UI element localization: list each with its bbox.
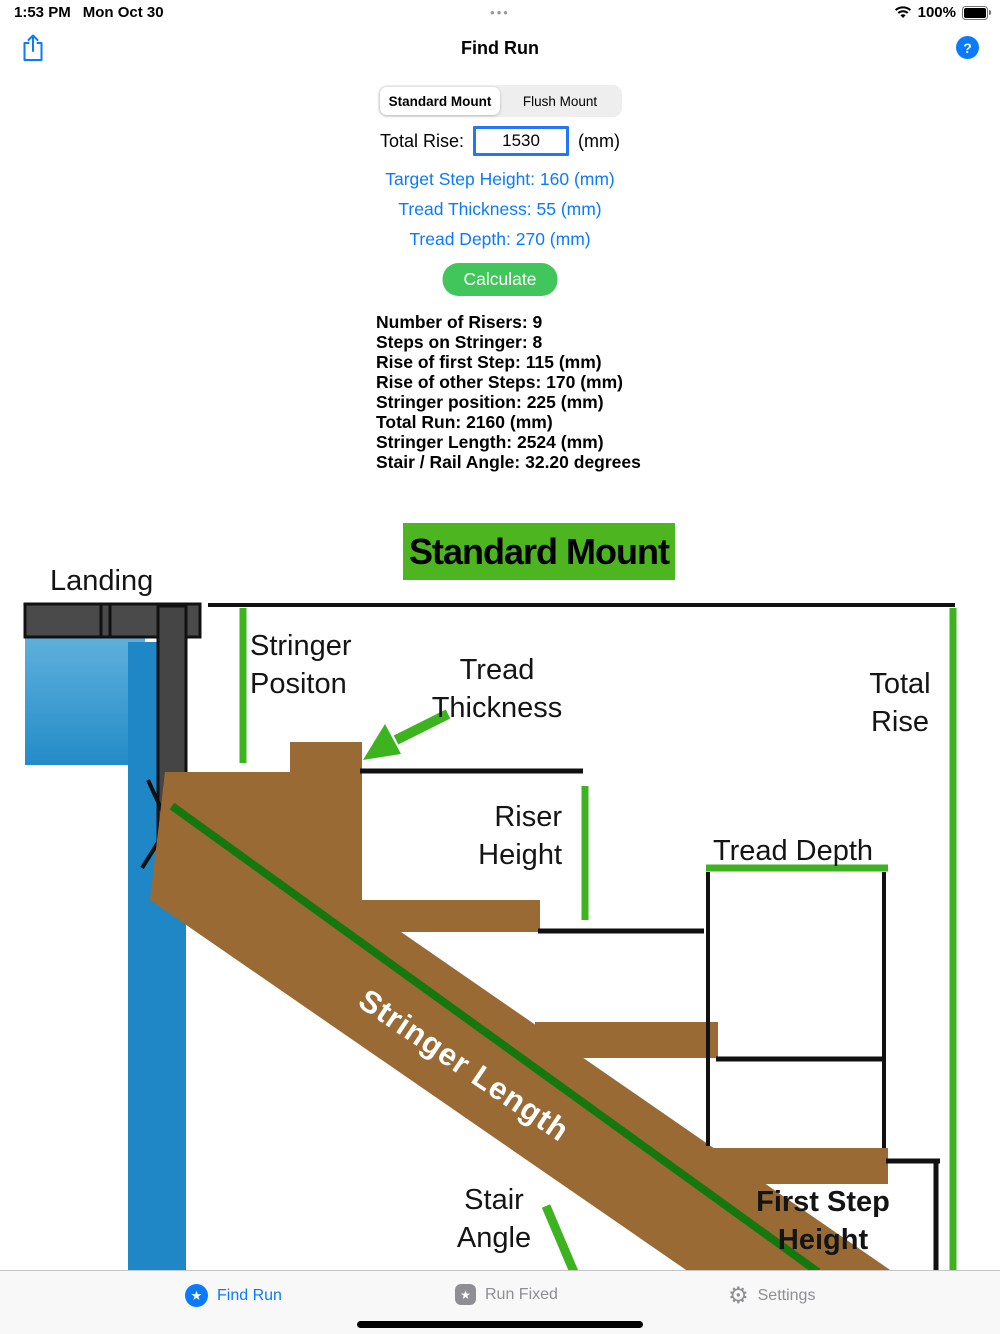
share-icon (23, 34, 43, 61)
stair-angle-line (541, 1204, 579, 1274)
calculate-button[interactable]: Calculate (442, 263, 558, 296)
tab-find-run[interactable]: ★ Find Run (185, 1284, 282, 1307)
result-line: Stair / Rail Angle: 32.20 degrees (376, 452, 641, 472)
total-rise-label: Total Rise: (379, 130, 465, 151)
home-indicator[interactable] (357, 1321, 643, 1328)
segment-flush-mount[interactable]: Flush Mount (522, 93, 598, 109)
stringer-length-line (169, 802, 821, 1276)
diagram-title: Standard Mount (403, 523, 675, 580)
label-stair-angle: Stair Angle (456, 1184, 532, 1254)
help-button[interactable]: ? (956, 36, 979, 59)
water-block (25, 637, 145, 765)
label-landing: Landing (50, 565, 154, 597)
label-total-rise: Total Rise (869, 668, 931, 738)
tab-run-fixed-label: Run Fixed (485, 1285, 558, 1303)
treads (290, 742, 888, 1184)
tab-settings[interactable]: ⚙ Settings (728, 1284, 815, 1307)
star-circle-icon: ★ (185, 1284, 208, 1307)
stringer-body (150, 772, 893, 1272)
label-first-step-height: First Step Height (756, 1186, 890, 1256)
total-rise-unit: (mm) (578, 130, 621, 151)
status-time: 1:53 PM (14, 4, 71, 21)
page-title: Find Run (461, 38, 539, 58)
result-line: Steps on Stringer: 8 (376, 332, 543, 352)
result-line: Rise of first Step: 115 (mm) (376, 352, 602, 372)
mount-segmented-control: Standard Mount Flush Mount (378, 85, 622, 117)
result-line: Total Run: 2160 (mm) (376, 412, 553, 432)
tab-settings-label: Settings (757, 1286, 816, 1304)
tread-thickness-arrow-icon (363, 709, 451, 760)
star-square-icon: ★ (455, 1284, 476, 1305)
result-line: Rise of other Steps: 170 (mm) (376, 372, 623, 392)
level-lines (208, 603, 955, 1272)
result-line: Stringer Length: 2524 (mm) (376, 432, 604, 452)
segment-standard-mount[interactable]: Standard Mount (380, 87, 500, 115)
gear-icon: ⚙ (728, 1282, 749, 1308)
tread-depth-link[interactable]: Tread Depth: 270 (mm) (409, 229, 591, 249)
label-tread-depth: Tread Depth (712, 835, 874, 867)
handoff-dots-icon: ••• (490, 5, 510, 20)
results-block: Number of Risers: 9 Steps on Stringer: 8… (376, 312, 641, 472)
label-stringer-position: Stringer Positon (250, 630, 352, 700)
label-tread-thickness: Tread Thickness (431, 654, 563, 724)
label-riser-height: Riser Height (478, 801, 562, 871)
landing-joint-lines (99, 604, 112, 637)
green-measure-lines (239, 608, 957, 1274)
target-step-height-link[interactable]: Target Step Height: 160 (mm) (385, 169, 615, 189)
battery-icon (962, 5, 991, 20)
total-rise-row: Total Rise: (mm) (0, 126, 1000, 156)
wifi-icon (894, 6, 911, 18)
tread-thickness-link[interactable]: Tread Thickness: 55 (mm) (398, 199, 602, 219)
tab-find-run-label: Find Run (217, 1286, 282, 1304)
share-button[interactable] (20, 33, 46, 63)
total-rise-input[interactable] (473, 126, 570, 156)
status-bar-clock: 1:53 PM Mon Oct 30 (14, 4, 164, 21)
status-bar-right: 100% (894, 4, 991, 21)
tab-run-fixed[interactable]: ★ Run Fixed (455, 1284, 558, 1305)
status-date: Mon Oct 30 (82, 4, 164, 21)
result-line: Stringer position: 225 (mm) (376, 392, 604, 412)
battery-percent: 100% (917, 4, 956, 21)
result-line: Number of Risers: 9 (376, 312, 543, 332)
